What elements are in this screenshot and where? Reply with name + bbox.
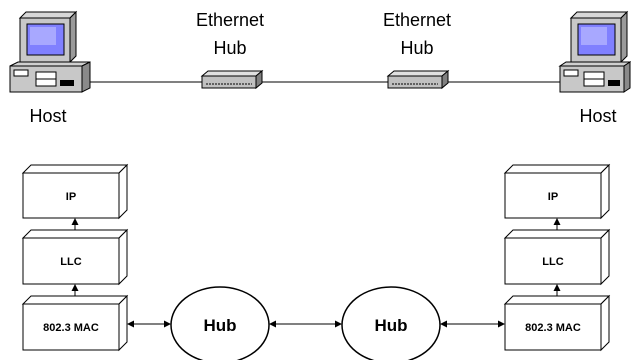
- hub2-label-line2: Hub: [400, 38, 433, 58]
- left-llc-box: LLC: [21, 228, 129, 286]
- right-host-label: Host: [579, 106, 616, 126]
- hub-1-label: Hub: [203, 316, 236, 335]
- hub1-label-line1: Ethernet: [196, 10, 264, 30]
- right-mac-box: 802.3 MAC: [503, 294, 611, 352]
- left-ip-label: IP: [66, 191, 76, 203]
- left-mac-label: 802.3 MAC: [43, 322, 99, 334]
- hub1-label-line2: Hub: [213, 38, 246, 58]
- left-llc-label: LLC: [60, 256, 81, 268]
- right-ip-label: IP: [548, 191, 558, 203]
- ethernet-hub-2-icon: [386, 69, 450, 90]
- right-stack: IP LLC 802.3 MAC: [503, 163, 611, 352]
- left-mac-box: 802.3 MAC: [21, 294, 129, 352]
- right-mac-label: 802.3 MAC: [525, 322, 581, 334]
- hub-2-node: Hub: [341, 286, 441, 360]
- right-ip-box: IP: [503, 163, 611, 220]
- left-ip-box: IP: [21, 163, 129, 220]
- left-host-label: Host: [29, 106, 66, 126]
- right-llc-box: LLC: [503, 228, 611, 286]
- left-host-computer-icon: [9, 10, 91, 93]
- ethernet-hub-1-icon: [200, 69, 264, 90]
- right-llc-label: LLC: [542, 256, 563, 268]
- right-host-computer-icon: [558, 10, 631, 93]
- hub-1-node: Hub: [170, 286, 270, 360]
- hub2-label-line1: Ethernet: [383, 10, 451, 30]
- hub-2-label: Hub: [374, 316, 407, 335]
- left-stack: IP LLC 802.3 MAC: [21, 163, 129, 352]
